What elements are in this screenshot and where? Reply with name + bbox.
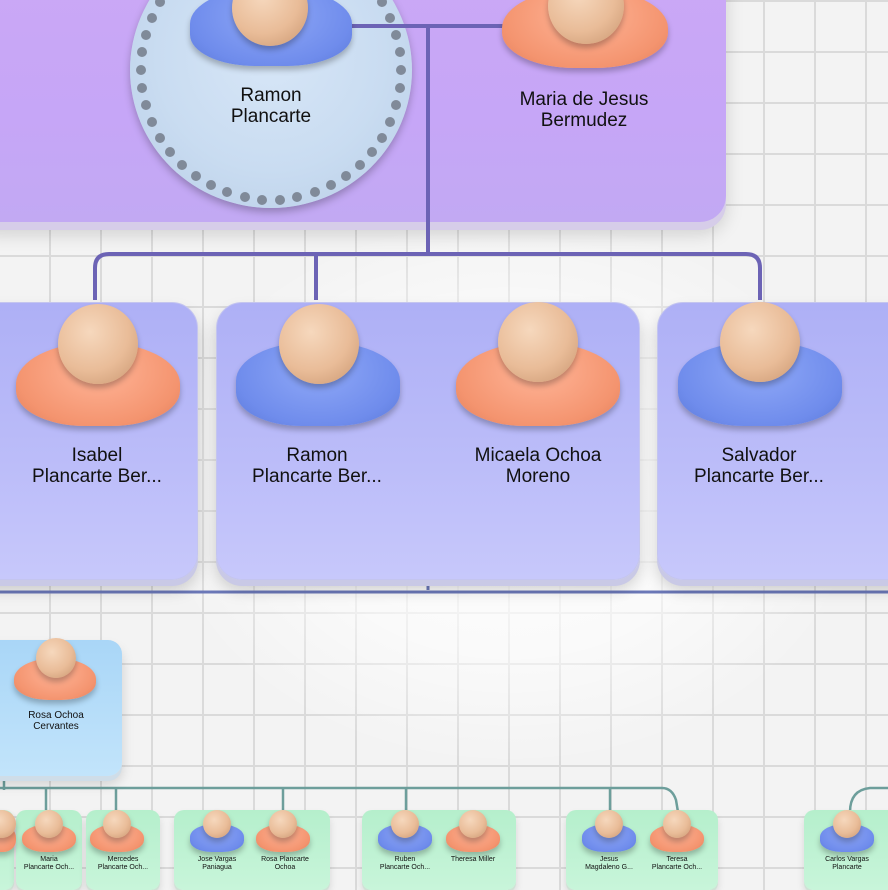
person-ruben-plancarte-och[interactable]: [378, 810, 432, 854]
person-maria-plancarte-och[interactable]: [22, 810, 76, 854]
selection-ring-dot: [377, 132, 388, 143]
head-icon: [103, 810, 131, 838]
selection-ring-dot: [385, 13, 396, 24]
head-icon: [36, 638, 76, 678]
selection-ring-dot: [154, 0, 165, 8]
head-icon: [0, 810, 16, 838]
person-name: Carlos Vargas Plancarte: [825, 856, 869, 871]
head-icon: [663, 810, 691, 838]
selection-ring-dot: [206, 180, 217, 191]
selection-ring-dot: [137, 47, 148, 58]
person-salvador-plancarte[interactable]: [678, 300, 844, 430]
person-name: Rosa Plancarte Ochoa: [261, 856, 309, 871]
gen3-right-branch: [848, 786, 888, 813]
selection-ring-dot: [394, 82, 405, 93]
person-isabel-plancarte[interactable]: [16, 300, 182, 430]
selection-ring-dot: [177, 160, 188, 170]
selection-ring-dot: [239, 192, 250, 203]
gen3-bus: [0, 786, 680, 813]
person-name: Maria de Jesus Bermudez: [519, 89, 649, 131]
head-icon: [279, 304, 359, 384]
selection-ring-dot: [354, 160, 365, 170]
person-jose-vargas-paniagua[interactable]: [190, 810, 244, 854]
person-name: Ruben Plancarte Och...: [379, 856, 431, 871]
selection-ring-dot: [325, 180, 336, 191]
selection-ring-dot: [136, 65, 146, 75]
person-name: Jesus Magdaleno G...: [585, 856, 633, 871]
person-name: Jose Vargas Paniagua: [197, 856, 237, 871]
head-icon: [595, 810, 623, 838]
person-teresa-plancarte-och[interactable]: [650, 810, 704, 854]
head-icon: [391, 810, 419, 838]
selection-ring-dot: [146, 13, 157, 24]
person-mercedes-plancarte-och[interactable]: [90, 810, 144, 854]
selection-ring-dot: [165, 147, 176, 158]
selection-ring-dot: [377, 0, 388, 8]
person-name: Ramon Plancarte: [230, 85, 312, 127]
head-icon: [269, 810, 297, 838]
person-carlos-vargas-plancarte[interactable]: [820, 810, 874, 854]
person-name: Mercedes Plancarte Och...: [97, 856, 149, 871]
head-icon: [58, 304, 138, 384]
selection-ring-dot: [394, 47, 405, 58]
person-name: Ramon Plancarte Ber...: [252, 445, 382, 487]
selection-ring-dot: [391, 100, 402, 111]
head-icon: [35, 810, 63, 838]
selection-ring-dot: [154, 132, 165, 143]
selection-ring-dot: [140, 100, 151, 111]
selection-ring-dot: [385, 116, 396, 127]
head-icon: [833, 810, 861, 838]
person-name: Rosa Ochoa Cervantes: [28, 710, 84, 732]
head-icon: [459, 810, 487, 838]
head-icon: [203, 810, 231, 838]
head-icon: [498, 302, 578, 382]
person-name: Teresa Plancarte Och...: [651, 856, 703, 871]
person-maria-de-jesus-bermudez[interactable]: [502, 0, 670, 70]
person-rosa-ochoa-cervantes[interactable]: [14, 636, 98, 702]
person-jesus-magdaleno[interactable]: [582, 810, 636, 854]
selection-ring-dot: [366, 147, 377, 158]
person-name: Micaela Ochoa Moreno: [474, 445, 602, 487]
selection-ring-dot: [309, 187, 320, 198]
person-ramon-plancarte[interactable]: [190, 0, 352, 70]
selection-ring-dot: [391, 29, 402, 40]
selection-ring-dot: [274, 194, 285, 205]
person-gen4-1[interactable]: [0, 810, 30, 854]
selection-ring-dot: [257, 194, 268, 205]
person-name: Isabel Plancarte Ber...: [32, 445, 162, 487]
selection-ring-dot: [140, 29, 151, 40]
head-icon: [720, 302, 800, 382]
person-name: Maria Plancarte Och...: [23, 856, 75, 871]
selection-ring-dot: [191, 171, 202, 182]
selection-ring-dot: [222, 187, 233, 198]
selection-ring-dot: [292, 192, 303, 203]
gen1-children-bus: [93, 252, 762, 300]
person-micaela-ochoa-moreno[interactable]: [456, 300, 622, 430]
selection-ring-dot: [340, 171, 351, 182]
selection-ring-dot: [137, 82, 148, 93]
person-ramon-plancarte-ber[interactable]: [236, 300, 402, 430]
person-rosa-plancarte-ochoa[interactable]: [256, 810, 310, 854]
person-name: Theresa Miller: [450, 856, 496, 863]
person-theresa-miller[interactable]: [446, 810, 500, 854]
selection-ring-dot: [146, 116, 157, 127]
selection-ring-dot: [396, 65, 406, 75]
person-name: Salvador Plancarte Ber...: [694, 445, 824, 487]
